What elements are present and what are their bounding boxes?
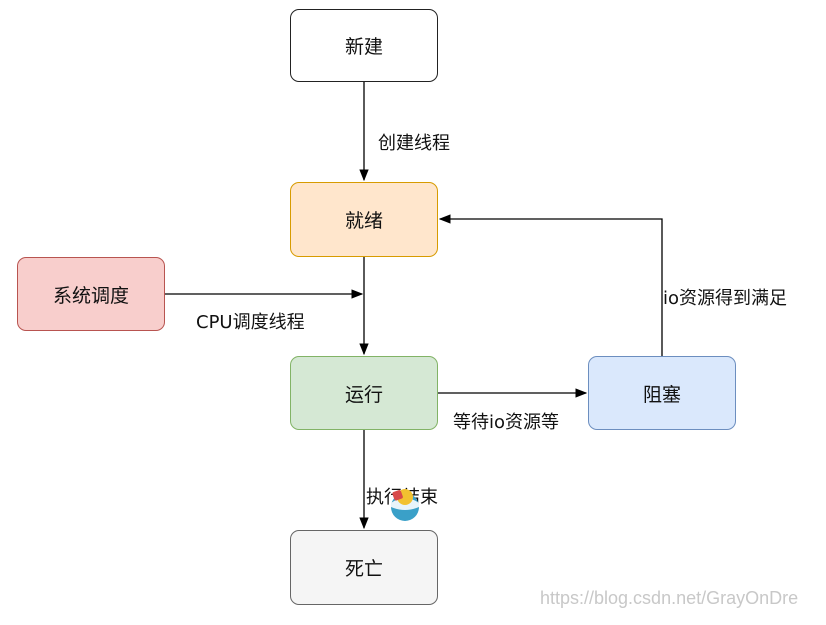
node-running: 运行 <box>290 356 438 430</box>
edge-blocked-to-ready <box>438 214 663 356</box>
node-terminated-label: 死亡 <box>344 558 383 580</box>
node-terminated: 死亡 <box>290 530 438 605</box>
node-scheduler-label: 系统调度 <box>52 284 129 307</box>
edge-label-create-thread: 创建线程 <box>378 133 450 154</box>
node-ready-label: 就绪 <box>344 210 383 232</box>
edge-label-cpu-schedule: CPU调度线程 <box>196 312 305 333</box>
edge-label-io-satisfied: io资源得到满足 <box>663 288 788 309</box>
node-running-label: 运行 <box>344 383 383 406</box>
node-scheduler: 系统调度 <box>17 257 165 331</box>
emoji-sticker-icon <box>391 489 419 521</box>
node-new-label: 新建 <box>344 36 383 58</box>
watermark-text: https://blog.csdn.net/GrayOnDre <box>540 588 799 608</box>
node-ready: 就绪 <box>290 182 438 257</box>
edge-label-wait-io: 等待io资源等 <box>453 412 560 433</box>
node-new: 新建 <box>290 9 438 82</box>
node-blocked-label: 阻塞 <box>642 383 681 406</box>
node-blocked: 阻塞 <box>588 356 736 430</box>
